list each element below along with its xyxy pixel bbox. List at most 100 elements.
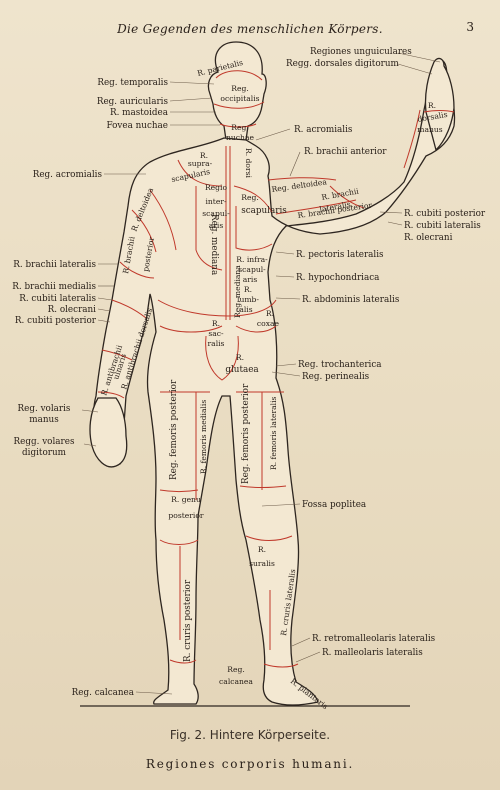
label-suprascap-b: supra- — [188, 159, 213, 168]
label-r-abdominis-lateralis: R. abdominis lateralis — [302, 295, 400, 305]
region-lines — [97, 70, 455, 668]
leader-line — [169, 97, 213, 102]
label-interscap-c: scapul- — [202, 209, 230, 218]
leader-line — [397, 52, 441, 63]
region-line — [149, 189, 177, 251]
region-line — [235, 325, 277, 333]
label-reg-auricularis: Reg. auricularis — [97, 97, 169, 107]
label-femoris-lateralis: R. femoris lateralis — [269, 396, 278, 470]
region-line — [403, 109, 421, 169]
label-r-brachii-anterior: R. brachii anterior — [304, 147, 387, 157]
label-infrascap-b: scapul- — [238, 265, 266, 274]
leader-line — [397, 63, 433, 75]
region-line — [267, 177, 337, 181]
label-r-brachii-lateralis: R. brachii lateralis — [13, 260, 96, 270]
region-line — [169, 659, 197, 664]
label-regg-volares: Regg. volares — [14, 437, 75, 447]
label-interscap-a: Regio — [205, 183, 228, 192]
label-r-retromalleolaris-lateralis: R. retromalleolaris lateralis — [312, 634, 436, 644]
label-r-pectoris-lateralis: R. pectoris lateralis — [296, 250, 384, 260]
leader-line — [81, 409, 99, 413]
label-r-cubiti-lateralis-left: R. cubiti lateralis — [19, 294, 96, 304]
label-r-acromialis-right: R. acromialis — [294, 125, 353, 135]
leader-line — [97, 297, 113, 301]
leader-line — [83, 443, 97, 447]
leader-line — [275, 363, 297, 367]
label-reg-calcanea-left: Reg. calcanea — [72, 688, 134, 698]
label-r-cubiti-posterior-left: R. cubiti posterior — [15, 316, 97, 326]
label-r-cubiti-posterior-right: R. cubiti posterior — [404, 209, 486, 219]
label-r-dorsi: R. dorsi — [244, 148, 253, 179]
label-reg-volaris: Reg. volaris — [18, 404, 71, 414]
label-dorsalis-manus-c: manus — [417, 125, 443, 134]
label-reg-mediana: Reg. mediana — [209, 214, 219, 275]
label-occipitalis-a: Reg. — [231, 84, 249, 93]
label-suralis-b: suralis — [249, 559, 275, 568]
leader-line — [289, 151, 301, 177]
body-outline — [89, 41, 456, 706]
region-line — [119, 261, 155, 279]
label-calcanea-center-b: calcanea — [219, 677, 253, 686]
label-femoris-right: Reg. femoris posterior — [241, 383, 251, 484]
region-line — [219, 123, 257, 128]
label-r-brachii-medialis: R. brachii medialis — [12, 282, 96, 292]
figure-caption: Fig. 2. Hintere Körperseite. — [169, 728, 331, 742]
region-line — [111, 299, 147, 319]
plate-footer-title: Regiones corporis humani. — [145, 757, 355, 771]
label-scapularis-a: Reg. — [241, 193, 259, 202]
left-hand-shape — [89, 397, 128, 468]
leader-line — [97, 308, 111, 312]
leader-line — [379, 211, 403, 214]
label-suralis-a: R. — [258, 545, 266, 554]
torso-and-limbs-shape — [93, 59, 456, 706]
label-reg-trochanterica: Reg. trochanterica — [298, 360, 382, 370]
label-coxae-a: R. — [266, 309, 274, 318]
region-line — [205, 335, 239, 381]
region-line — [245, 535, 293, 541]
label-nuchae-a: Reg. — [231, 123, 249, 132]
label-r-malleolaris-lateralis: R. malleolaris lateralis — [322, 648, 423, 658]
label-r-olecrani-right: R. olecrani — [404, 233, 453, 243]
leader-line — [275, 275, 295, 278]
left-label-group: Reg. temporalis Reg. auricularis R. mast… — [12, 78, 168, 698]
head-shape — [207, 41, 267, 141]
leader-lines-right — [255, 52, 441, 663]
label-manus: manus — [29, 415, 59, 425]
region-line — [423, 110, 455, 113]
label-suprascap-a: R. — [200, 151, 208, 160]
label-cruris-posterior: R. cruris posterior — [183, 579, 193, 662]
label-regg-dorsales-digitorum: Regg. dorsales digitorum — [286, 59, 399, 69]
label-fovea-nuchae: Fovea nuchae — [106, 121, 168, 131]
leader-line — [387, 221, 403, 226]
leader-line — [295, 651, 321, 663]
label-lumbalis-c: alis — [239, 305, 252, 314]
page-number: 3 — [466, 20, 474, 34]
region-line — [233, 185, 273, 213]
label-r-dorsi-mediana-lower: Reg. mediana — [233, 265, 242, 318]
label-sacralis-a: R. — [212, 319, 220, 328]
label-digitorum: digitorum — [22, 448, 67, 458]
label-lumbalis-a: R. — [244, 285, 252, 294]
label-nuchae-b: nuchae — [226, 133, 254, 142]
region-line — [195, 186, 223, 271]
label-infrascap-c: aris — [243, 275, 258, 284]
leader-line — [255, 128, 291, 141]
label-coxae-b: coxae — [257, 319, 280, 328]
label-reg-temporalis: Reg. temporalis — [97, 78, 168, 88]
region-line — [215, 70, 263, 81]
label-regiones-unguiculares: Regiones unguiculares — [310, 47, 412, 57]
region-line — [159, 489, 199, 492]
label-interscap-b: inter- — [205, 197, 226, 206]
label-r-cubiti-lateralis-right: R. cubiti lateralis — [404, 221, 481, 231]
label-fossa-poplitea: Fossa poplitea — [302, 500, 366, 510]
region-line — [275, 199, 357, 215]
region-line — [213, 101, 265, 109]
label-r-hypochondriaca: R. hypochondriaca — [296, 273, 379, 283]
label-glutaea-b: glutaea — [225, 365, 258, 375]
region-line — [157, 299, 277, 317]
leader-line — [275, 251, 295, 255]
label-deltoidea-right: Reg. deltoidea — [271, 177, 328, 194]
label-femoris-medialis: R. femoris medialis — [199, 400, 208, 474]
region-line — [131, 209, 157, 253]
